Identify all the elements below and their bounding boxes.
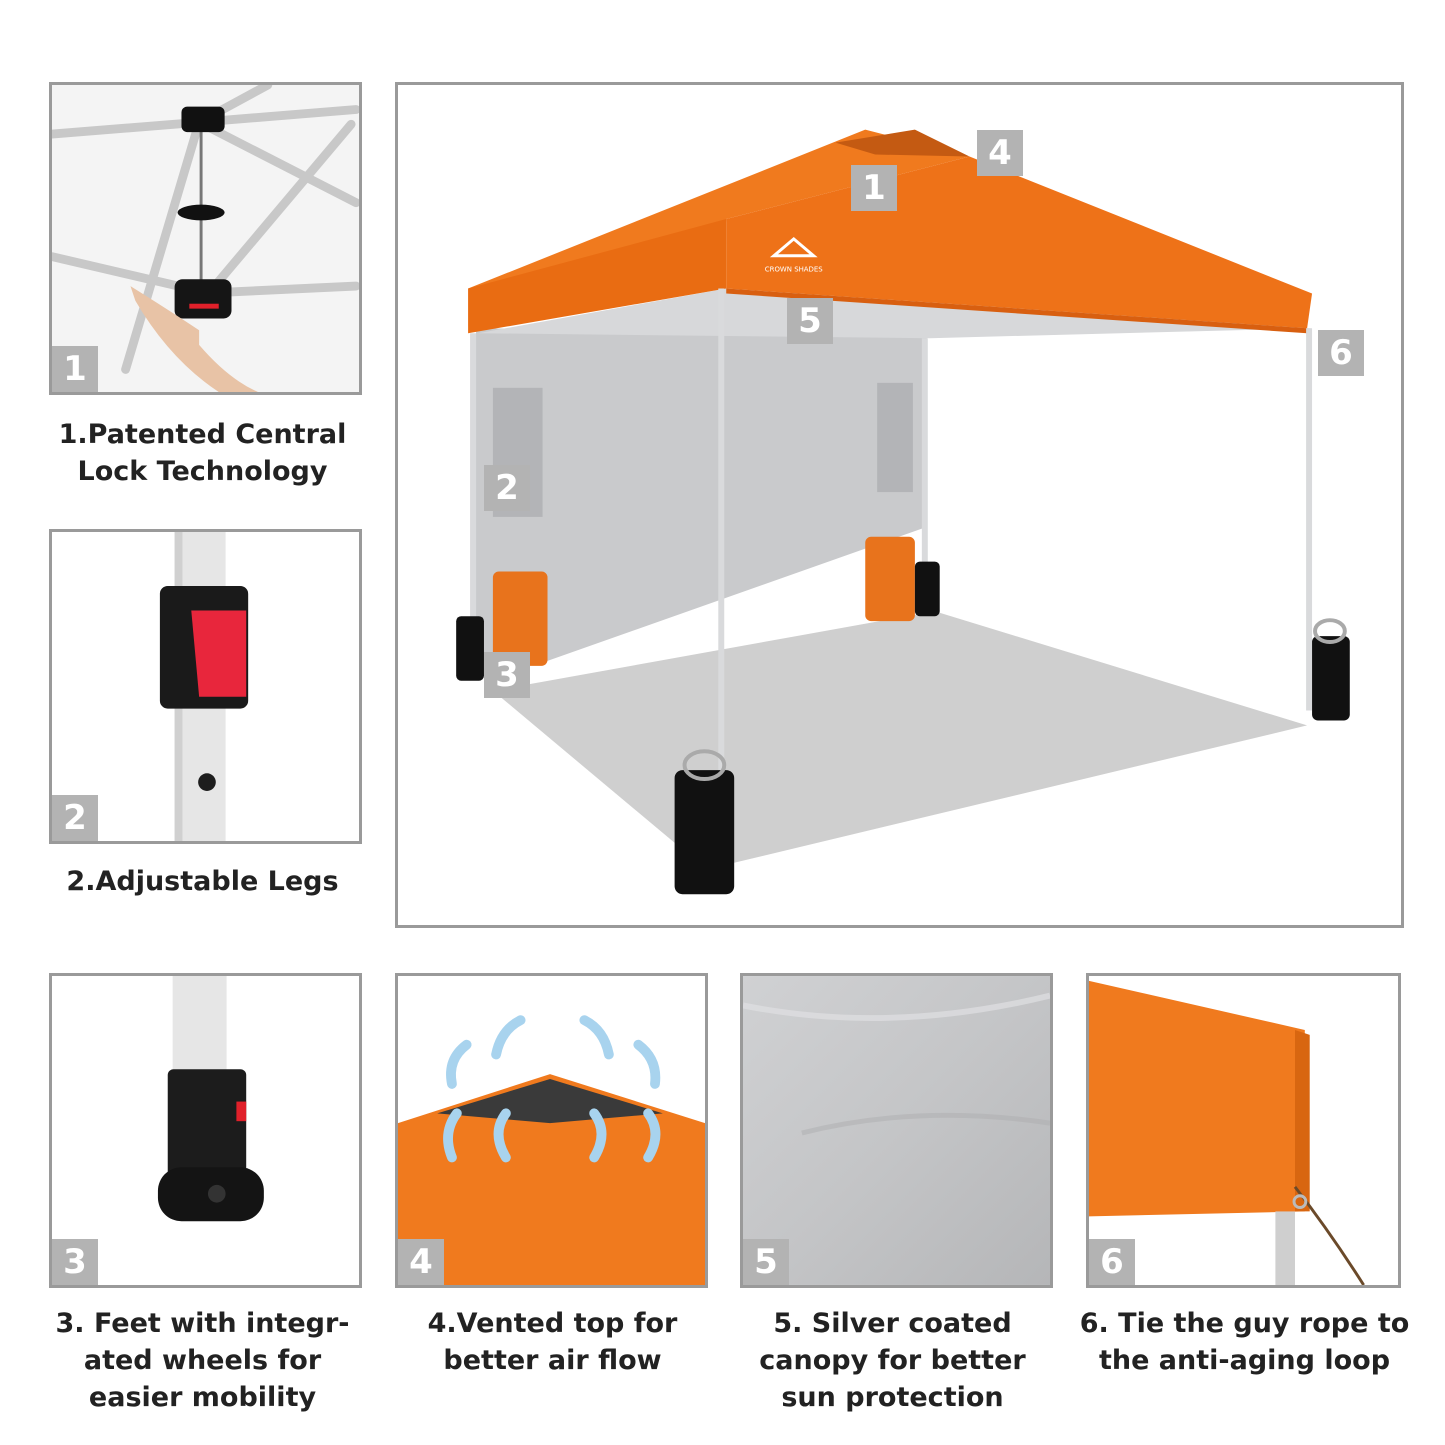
caption-guy-rope: 6. Tie the guy rope to the anti-aging lo… [1079,1308,1410,1376]
main-badge-3: 3 [484,652,530,698]
main-badge-5: 5 [787,298,833,344]
badge-4: 4 [398,1239,444,1285]
caption-feet-wheels: 3. Feet with integr- ated wheels for eas… [55,1308,350,1413]
caption-silver-coating: 5. Silver coated canopy for better sun p… [759,1308,1026,1413]
feature-panel-feet-wheels: 3 [49,973,362,1288]
badge-6: 6 [1089,1239,1135,1285]
badge-1: 1 [52,346,98,392]
vented-top-photo [398,976,705,1285]
caption-vented-top: 4.Vented top for better air flow [427,1308,678,1376]
central-lock-photo [52,85,359,392]
feature-panel-silver-coating: 5 [740,973,1053,1288]
silver-fabric-photo [743,976,1050,1285]
caption-adjustable-legs: 2.Adjustable Legs [66,866,339,897]
main-badge-4: 4 [977,130,1023,176]
canopy-tent-illustration: CROWN SHADES [398,85,1401,925]
guy-rope-photo [1089,976,1398,1285]
caption-central-lock: 1.Patented Central Lock Technology [58,419,347,487]
badge-5: 5 [743,1239,789,1285]
feature-panel-adjustable-legs: 2 [49,529,362,844]
main-badge-1: 1 [851,165,897,211]
feature-panel-central-lock: 1 [49,82,362,395]
adjustable-leg-photo [52,532,359,841]
badge-3: 3 [52,1239,98,1285]
brand-logo-text: CROWN SHADES [765,266,823,274]
feature-panel-vented-top: 4 [395,973,708,1288]
feature-panel-guy-rope: 6 [1086,973,1401,1288]
feet-wheel-photo [52,976,359,1285]
main-badge-2: 2 [484,465,530,511]
badge-2: 2 [52,795,98,841]
main-badge-6: 6 [1318,330,1364,376]
main-tent-panel: CROWN SHADES 1 4 5 6 2 3 [395,82,1404,928]
